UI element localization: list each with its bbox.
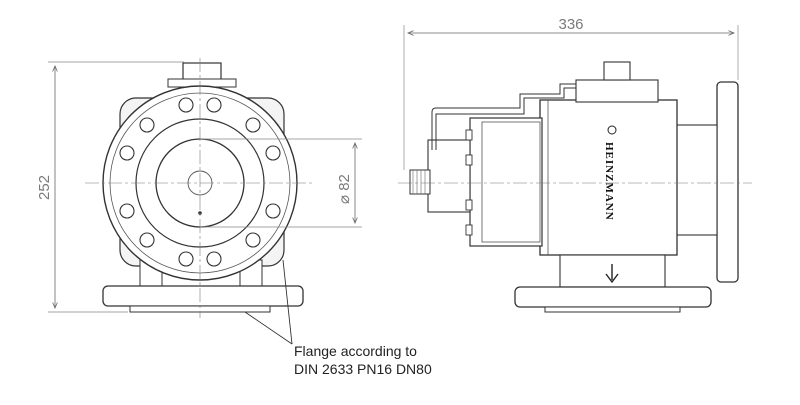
down-arrow-icon [605, 264, 619, 284]
flange-note-line2: DIN 2633 PN16 DN80 [294, 361, 432, 377]
diameter-value: ⌀ 82 [336, 174, 353, 204]
side-view: HEINZMANN [398, 61, 752, 313]
front-view [85, 58, 312, 318]
brand-label: HEINZMANN [603, 142, 615, 221]
flange-callout: Flange according to DIN 2633 PN16 DN80 [244, 259, 432, 377]
dimension-width: 336 [403, 16, 739, 170]
height-value: 252 [36, 175, 53, 200]
logo-mark-icon [607, 125, 617, 135]
dimension-diameter: ⌀ 82 [200, 138, 362, 228]
flange-note-line1: Flange according to [294, 343, 417, 359]
dimension-height: 252 [36, 61, 184, 313]
width-value: 336 [558, 16, 583, 33]
